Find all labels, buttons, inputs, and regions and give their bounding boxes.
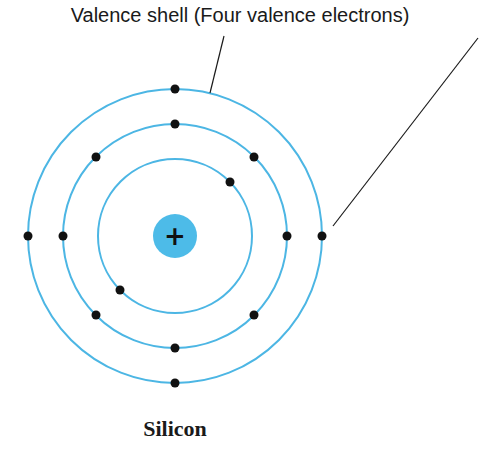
element-name: Silicon	[143, 416, 207, 442]
inner-shell	[98, 159, 252, 313]
shell-label: Valence shell (Four valence electrons)	[71, 4, 410, 27]
leader-line	[333, 38, 478, 226]
charge-sign: +	[164, 223, 186, 249]
valence-shell	[28, 89, 322, 383]
leader-line	[210, 36, 224, 93]
electrons	[24, 85, 327, 388]
middle-shell	[63, 124, 287, 348]
nucleus: +	[153, 214, 197, 258]
